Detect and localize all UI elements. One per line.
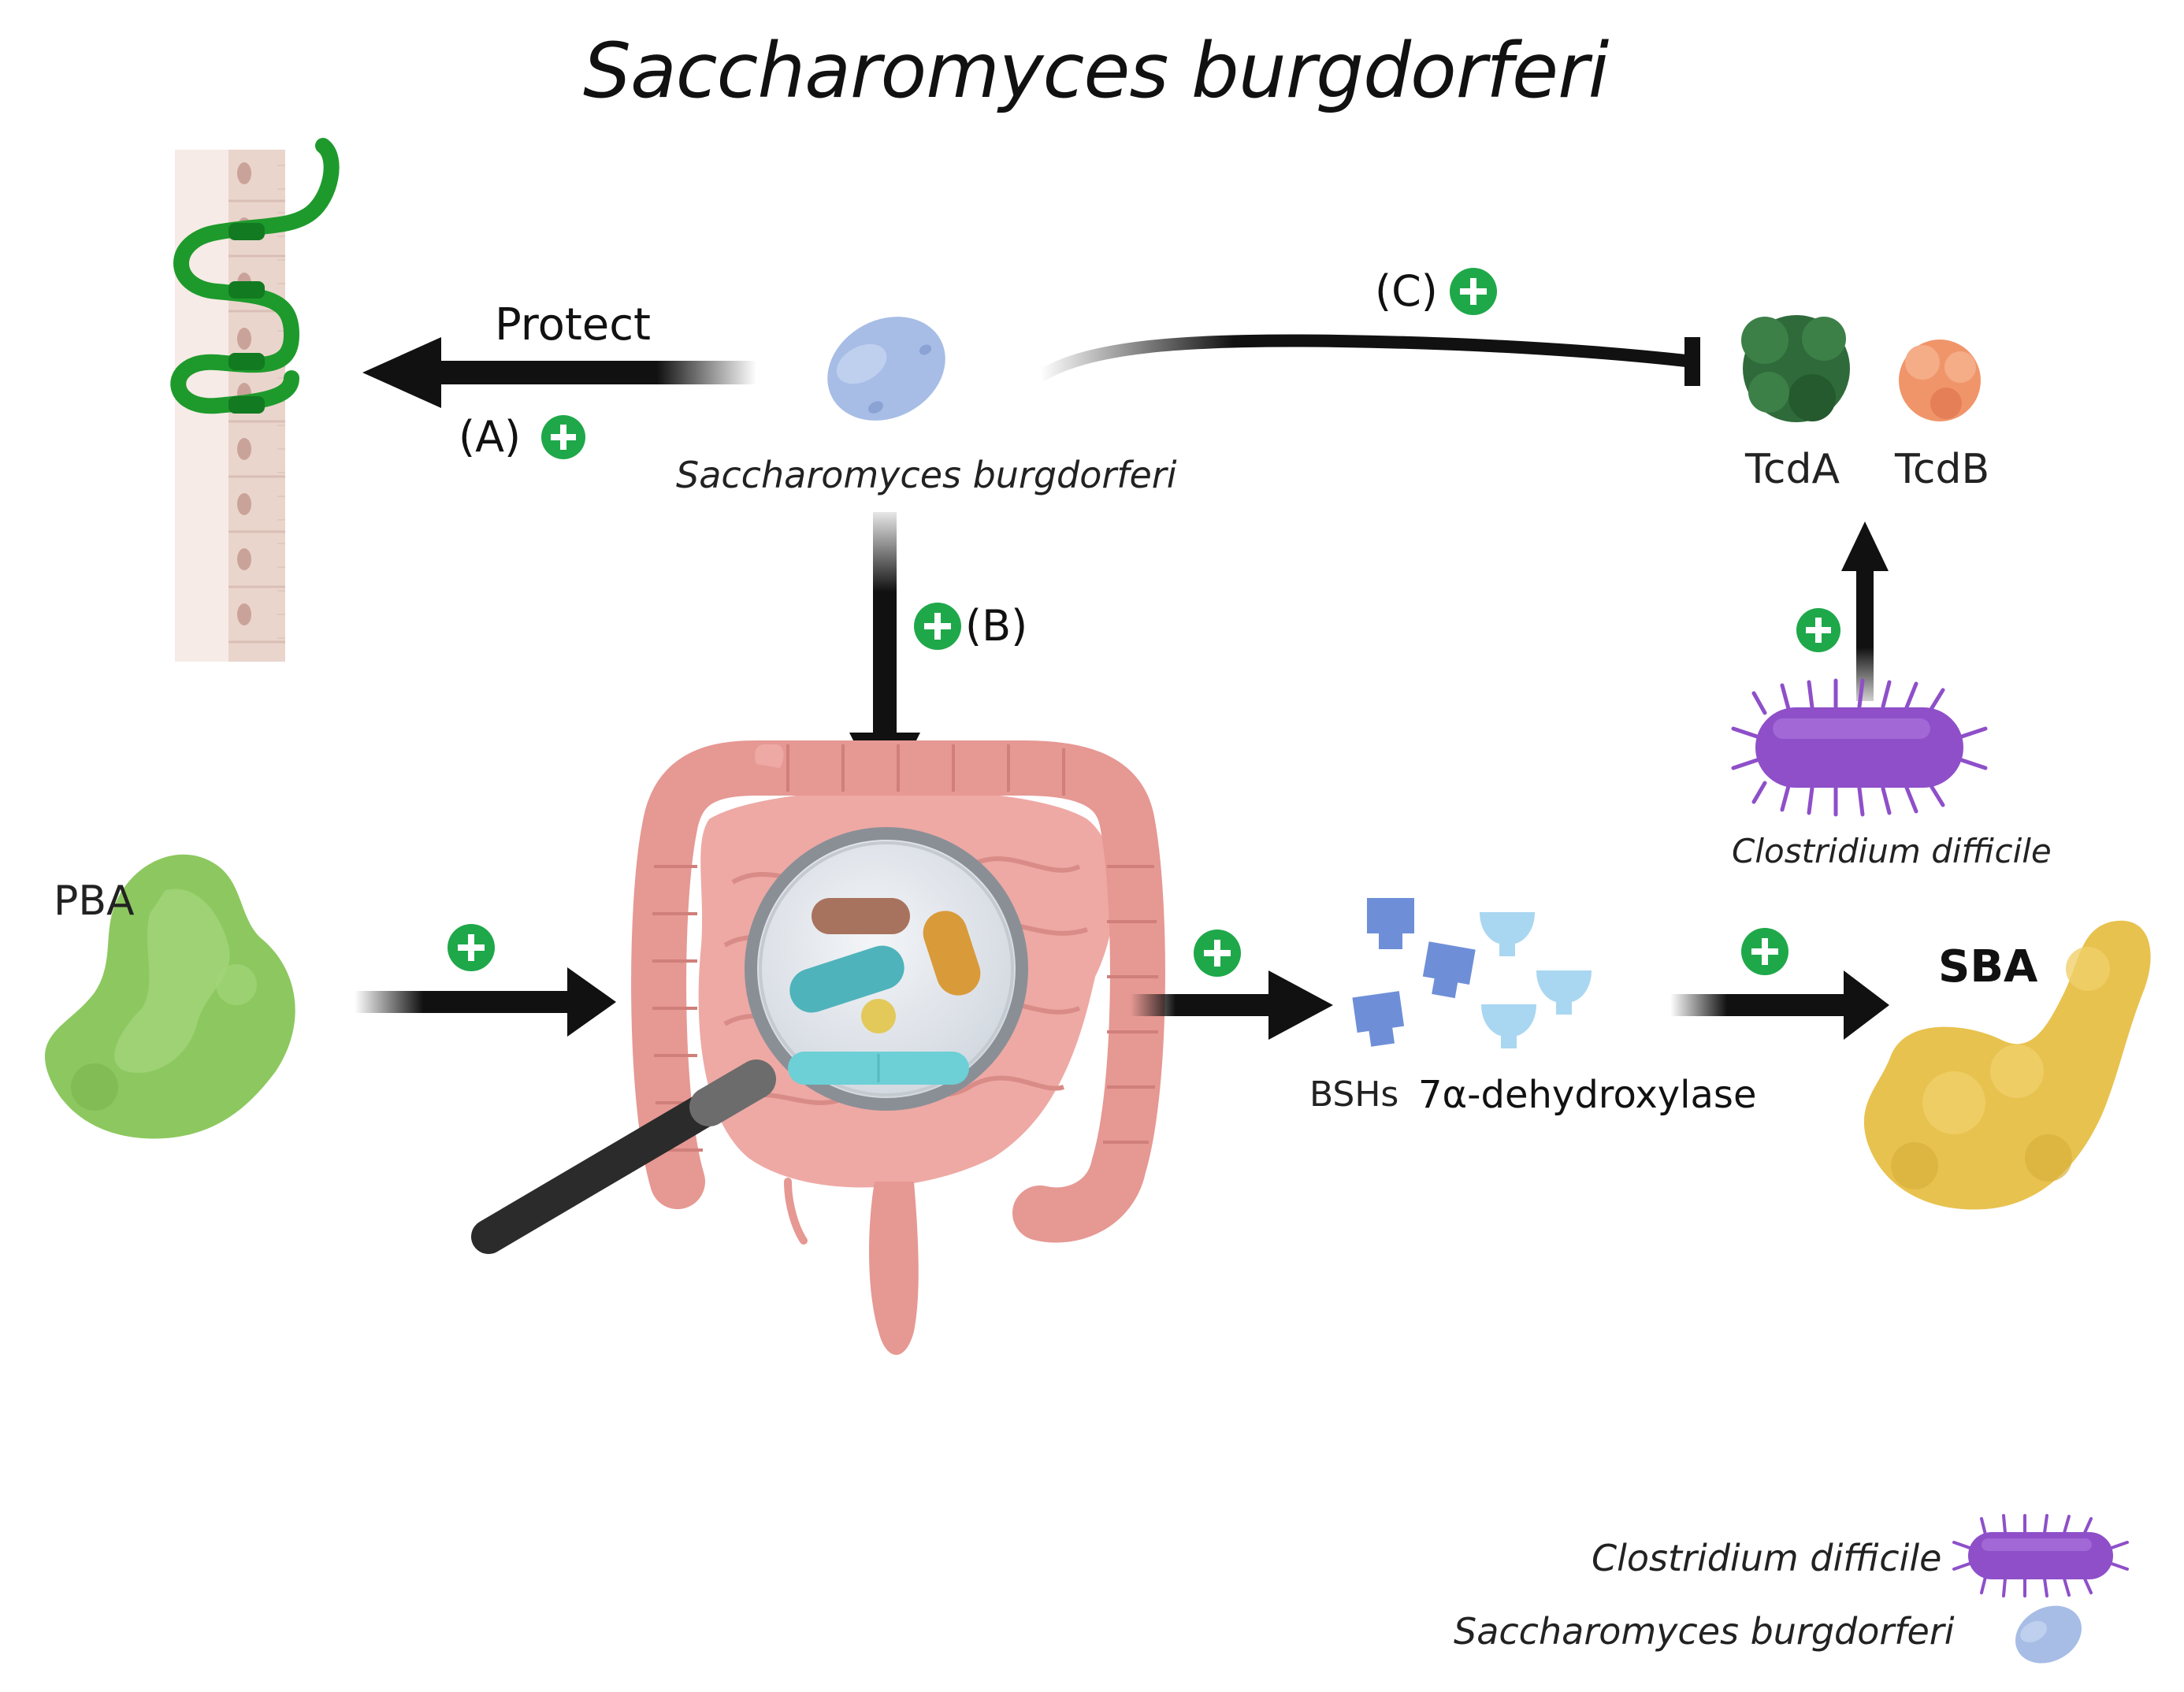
plus-icon-sba xyxy=(1741,928,1788,975)
step-c-label: (C) xyxy=(1375,266,1438,316)
step-b-label: (B) xyxy=(965,601,1028,651)
pba-icon xyxy=(45,854,295,1139)
plus-icon-a xyxy=(541,415,585,459)
enzyme-label: 7α-dehydroxylase xyxy=(1418,1073,1757,1117)
bacterium-icon xyxy=(1731,678,1988,817)
tcda-toxin-icon xyxy=(1741,315,1850,422)
plus-icon-toxin xyxy=(1796,608,1840,652)
protein-strand-icon xyxy=(170,138,340,414)
toxin-production-arrow xyxy=(1841,521,1889,701)
sba-icon xyxy=(1863,920,2151,1210)
step-a-label: (A) xyxy=(459,412,522,462)
plus-icons xyxy=(448,268,1840,977)
enzymes-to-sba-arrow xyxy=(1670,970,1889,1040)
transmembrane-segments xyxy=(228,223,265,414)
sba-label: SBA xyxy=(1938,941,2038,993)
dehydroxylase-enzyme-icons xyxy=(1480,912,1592,1048)
yeast-icon xyxy=(827,317,945,421)
plus-icon-b xyxy=(914,603,961,650)
pba-label: PBA xyxy=(54,878,135,925)
yeast-label: Saccharomyces burgdorferi xyxy=(676,454,1177,496)
plus-icon-pba xyxy=(448,924,495,971)
pba-to-intestine-arrow xyxy=(355,967,616,1037)
tcdb-toxin-icon xyxy=(1899,340,1981,421)
tcda-label: TcdA xyxy=(1745,446,1840,493)
protect-label: Protect xyxy=(495,299,651,351)
legend-bacterium-label: Clostridium difficile xyxy=(1592,1537,1942,1579)
bacterium-label: Clostridium difficile xyxy=(1732,832,2052,870)
bshs-label: BSHs xyxy=(1309,1074,1399,1115)
tcdb-label: TcdB xyxy=(1895,446,1990,493)
legend-yeast-label: Saccharomyces burgdorferi xyxy=(1454,1610,1955,1653)
plus-icon-c xyxy=(1450,268,1497,315)
plus-icon-enzymes xyxy=(1194,929,1241,977)
page-title: Saccharomyces burgdorferi xyxy=(583,27,1609,115)
bsh-enzyme-icons xyxy=(1352,898,1476,1047)
gut-bacteria-icon xyxy=(788,898,981,1085)
protect-arrow xyxy=(362,337,756,408)
legend-bacterium-icon xyxy=(1952,1514,2129,1597)
inhibition-arrow xyxy=(1036,334,1700,386)
legend-yeast-icon xyxy=(2015,1605,2082,1664)
intestine-to-enzymes-arrow xyxy=(1131,970,1333,1040)
